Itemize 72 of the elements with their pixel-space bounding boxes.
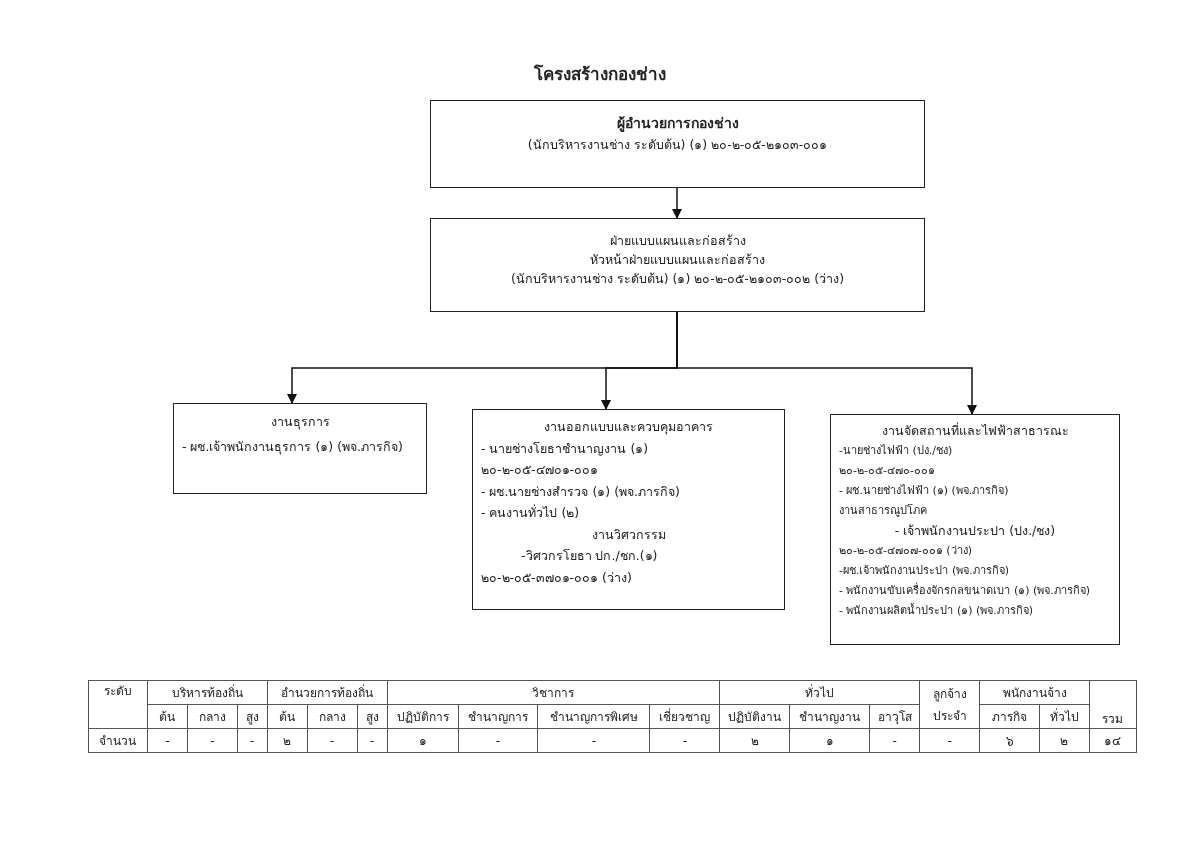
table-header-cell: ชำนาญการ [458,704,538,729]
box-text: ๒๐-๒-๐๕-๔๗๐-๐๐๑ [839,463,935,479]
table-header-cell: ชำนาญการพิเศษ [538,704,650,729]
table-cell: - [357,728,388,753]
diagram-title: โครงสร้างกองช่าง [533,63,667,86]
table-header-cell: ปฏิบัติงาน [719,704,790,729]
box-text: หัวหน้าฝ่ายแบบแผนและก่อสร้าง [590,251,765,269]
box-text: - พนักงานผลิตน้ำประปา (๑) (พจ.ภารกิจ) [839,602,1034,619]
table-cell: - [919,728,980,753]
org-box [830,414,1120,645]
table-header-cell: กลาง [307,704,358,729]
box-title: ผู้อำนวยการกองช่าง [616,114,739,134]
box-text: (นักบริหารงานช่าง ระดับต้น) (๑) ๒๐-๒-๐๕-๒๑๐๓-๐๐๒ (ว่าง) [510,270,845,288]
table-header-cell: ลูกจ้าง ประจำ [919,680,980,729]
table-cell: ๒ [719,728,790,753]
table-cell: - [458,728,538,753]
box-text: -นายช่างไฟฟ้า (ปง./ชง) [839,443,953,459]
table-header-cell: เชี่ยวชาญ [649,704,720,729]
table-cell: ๑ [387,728,459,753]
table-header-cell: รวม [1089,680,1137,729]
table-cell: - [237,728,268,753]
box-text: -วิศวกรโยธา ปก./ชก.(๑) [520,547,658,565]
table-cell: ๑ [789,728,870,753]
table-cell: ๒ [1039,728,1090,753]
box-text: ๒๐-๒-๐๕-๓๗๐๑-๐๐๑ (ว่าง) [481,568,632,587]
org-box [430,218,925,312]
box-text: งานสาธารณูปโภค [839,503,927,519]
box-heading: งานจัดสถานที่และไฟฟ้าสาธารณะ [881,421,1069,440]
table-header-cell: อำนวยการท้องถิ่น [267,680,388,705]
table-cell: ๑๔ [1089,728,1137,753]
table-cell: - [307,728,358,753]
table-header-cell: ชำนาญงาน [789,704,870,729]
box-text: - เจ้าพนักงานประปา (ปง./ชง) [894,522,1056,540]
org-box [430,100,925,188]
box-heading: ฝ่ายแบบแผนและก่อสร้าง [609,232,746,250]
box-text: งานวิศวกรรม [591,525,666,544]
box-text: - ผช.นายช่างไฟฟ้า (๑) (พจ.ภารกิจ) [839,483,1009,499]
arrow [672,187,682,219]
table-header-cell: สูง [237,704,268,729]
box-text: - ผช.เจ้าพนักงานธุรการ (๑) (พจ.ภารกิจ) [182,438,403,456]
box-heading: งานออกแบบและควบคุมอาคาร [544,418,713,437]
table-header-cell: พนักงานจ้าง [979,680,1090,705]
box-text: ๒๐-๒-๐๕-๔๗๐๗-๐๐๑ (ว่าง) [839,543,972,559]
table-header-cell: ต้น [147,704,188,729]
box-heading: งานธุรการ [270,413,330,431]
table-header-cell: ภารกิจ [979,704,1040,729]
org-box [472,409,785,610]
box-text: - คนงานทั่วไป (๒) [481,503,580,522]
table-cell: จำนวน [88,728,148,753]
table-cell: - [187,728,238,753]
box-text: (นักบริหารงานช่าง ระดับต้น) (๑) ๒๐-๒-๐๕-๒๑๐๓-๐๐๑ [527,136,828,154]
box-text: - นายช่างโยธาชำนาญงาน (๑) [481,439,649,458]
org-box [173,403,427,494]
table-header-cell: กลาง [187,704,238,729]
table-header-cell: ระดับ [88,680,148,729]
arrow [676,311,977,415]
table-header-cell: วิชาการ [387,680,720,705]
table-cell: ๖ [979,728,1040,753]
box-text: - พนักงานขับเครื่องจักรกลขนาดเบา (๑) (พจ.ภารกิจ) [839,581,1091,599]
table-cell: - [538,728,650,753]
table-cell: - [649,728,720,753]
table-cell: - [147,728,188,753]
table-header-cell: บริหารท้องถิ่น [147,680,268,705]
box-text: ๒๐-๒-๐๕-๔๗๐๑-๐๐๑ [481,461,599,479]
table-header-cell: สูง [357,704,388,729]
table-cell: - [869,728,920,753]
table-header-cell: ทั่วไป [719,680,920,705]
table-cell: ๒ [267,728,308,753]
box-text: - ผช.นายช่างสำรวจ (๑) (พจ.ภารกิจ) [481,482,680,501]
table-header-cell: ต้น [267,704,308,729]
box-text: -ผช.เจ้าพนักงานประปา (พจ.ภารกิจ) [839,563,1010,579]
table-header-cell: ปฏิบัติการ [387,704,459,729]
